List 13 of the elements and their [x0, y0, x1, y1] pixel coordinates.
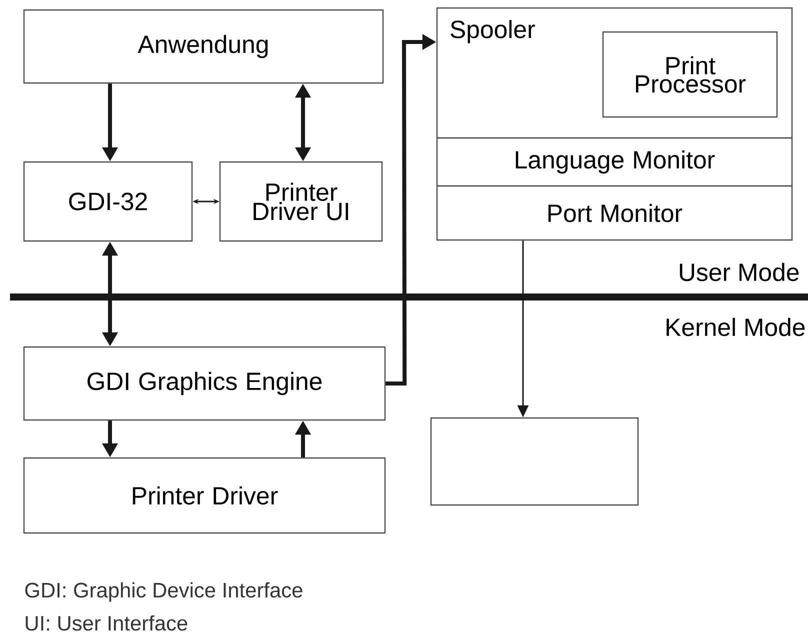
process-box: Anwendung [23, 9, 384, 84]
abbreviation-note: GDI: Graphic Device Interface [25, 582, 302, 602]
empty-box [430, 417, 639, 506]
mode-label: Kernel Mode [666, 318, 805, 336]
process-box: Printer Driver UI [219, 161, 383, 242]
process-box: Port Monitor [436, 185, 793, 241]
process-box: Print Processor [602, 31, 778, 118]
process-box: GDI Graphics Engine [23, 346, 386, 421]
abbreviation-note: UI: User Interface [26, 615, 188, 631]
mode-label: User Mode [680, 262, 799, 282]
process-box: GDI-32 [23, 161, 193, 242]
process-box: Language Monitor [436, 137, 793, 187]
process-box: Printer Driver [23, 457, 386, 534]
